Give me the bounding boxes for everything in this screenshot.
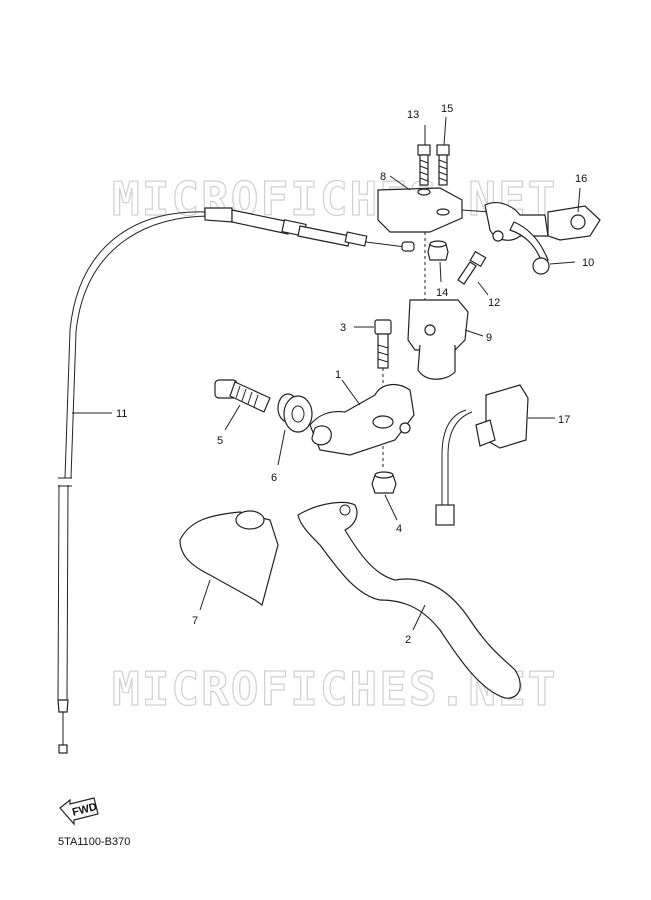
part-17-clutch-switch [435, 384, 529, 526]
callout-17: 17 [558, 414, 570, 426]
callout-2: 2 [405, 634, 411, 646]
callout-8: 8 [380, 171, 386, 183]
callout-11: 11 [116, 408, 127, 420]
callout-5: 5 [217, 435, 223, 447]
part-2-clutch-lever [297, 501, 521, 699]
callout-15: 15 [441, 103, 453, 115]
callout-3: 3 [340, 322, 346, 334]
part-14-nut [427, 240, 449, 261]
callout-13: 13 [407, 109, 419, 121]
leader-lines [72, 116, 581, 631]
fwd-arrow-icon: FWD [59, 797, 99, 826]
part-7-lever-cover [179, 510, 279, 606]
callout-14: 14 [436, 287, 448, 299]
part-15-bolt [436, 144, 450, 186]
part-1-lever-holder [309, 383, 415, 456]
part-8-holder [377, 187, 491, 233]
callout-10: 10 [582, 257, 594, 269]
callout-16: 16 [575, 173, 587, 185]
part-10-lever [509, 221, 550, 275]
part-4-nut [371, 471, 397, 494]
part-5-adjuster-screw [214, 379, 271, 413]
callout-9: 9 [486, 332, 492, 344]
part-11-clutch-cable [57, 207, 415, 754]
callout-6: 6 [271, 472, 277, 484]
callout-7: 7 [192, 615, 198, 627]
part-13-bolt [417, 144, 431, 186]
callout-1: 1 [335, 369, 341, 381]
callout-4: 4 [396, 523, 402, 535]
part-12-screw [457, 250, 487, 285]
fwd-label: FWD [71, 801, 98, 819]
callout-12: 12 [488, 297, 500, 309]
part-16-adjuster [484, 202, 601, 242]
part-6-adjuster [277, 393, 313, 433]
part-3-bolt [374, 319, 392, 369]
part-9-bracket [407, 299, 469, 380]
diagram-code: 5TA1100-B370 [58, 836, 130, 848]
